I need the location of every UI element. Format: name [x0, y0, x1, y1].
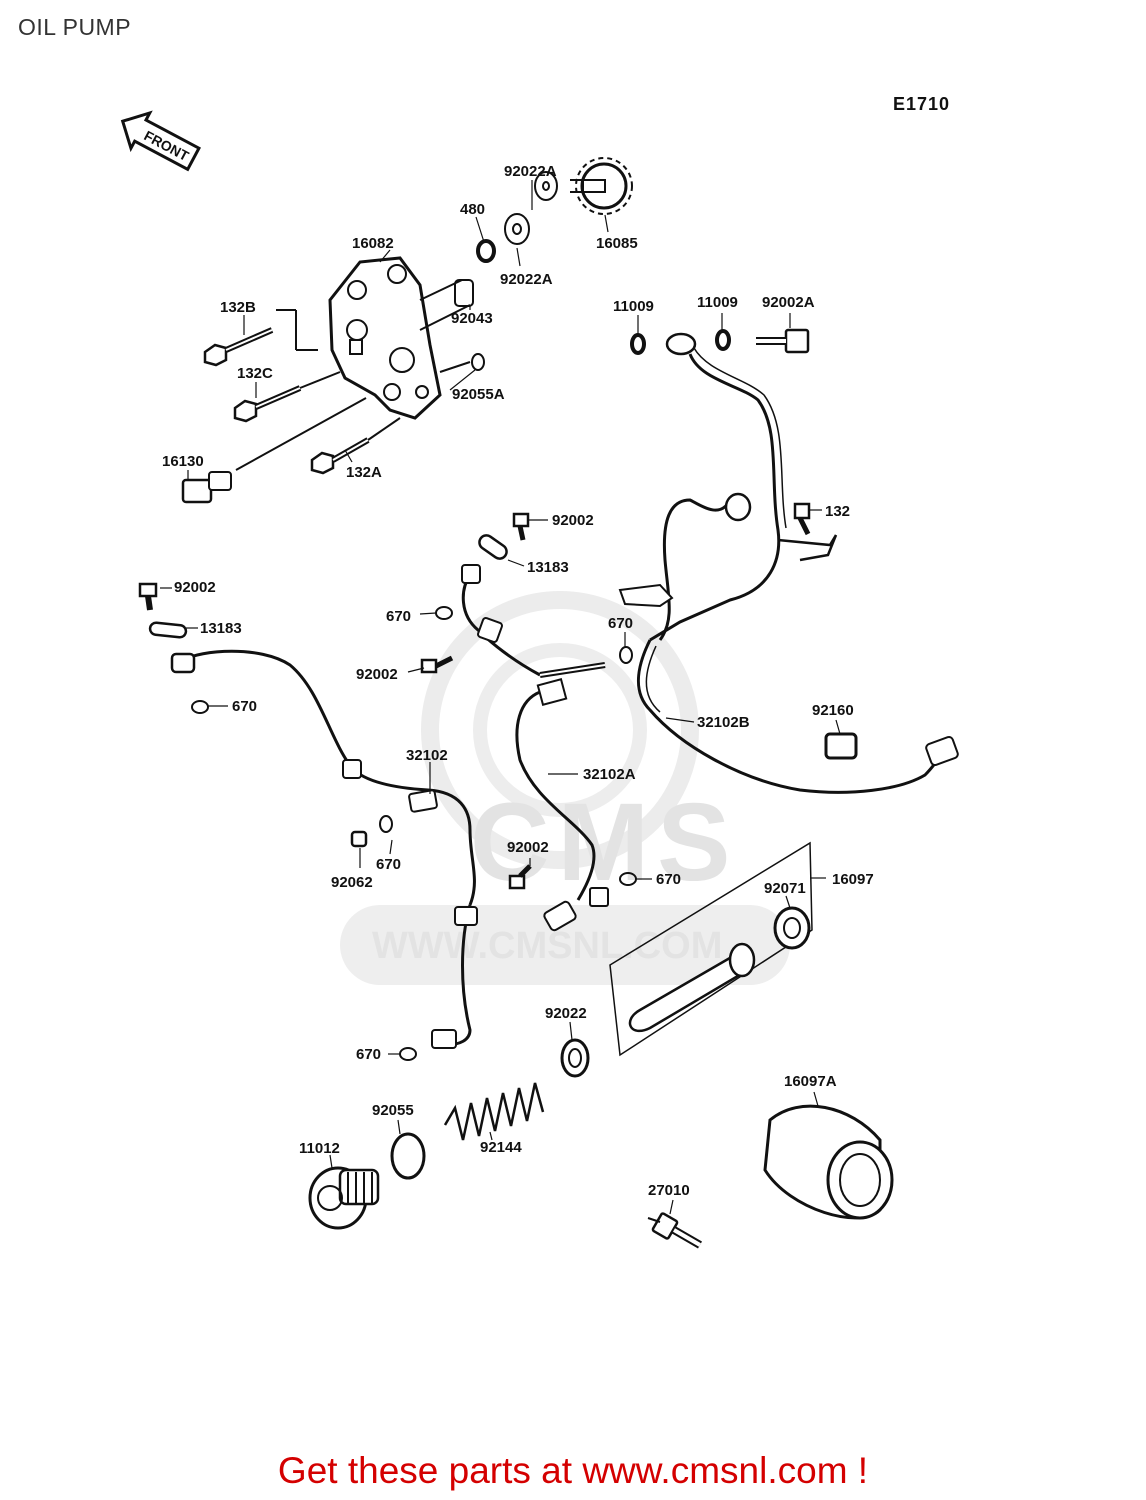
part-label: 670: [356, 1046, 381, 1063]
o-ring-670-drawing: [191, 700, 209, 714]
part-label: 92071: [764, 880, 806, 897]
filter-assembly-16097-drawing: [609, 841, 813, 1057]
part-label: 92022A: [504, 163, 557, 180]
sprocket-drawing: [570, 157, 633, 215]
o-ring-670-drawing: [379, 815, 393, 833]
o-ring-92055-drawing: [390, 1132, 426, 1180]
part-labels: 92022A 480 16082 16085 92022A 132B 92043…: [162, 163, 874, 1199]
pipe-32102a-drawing: [461, 564, 609, 932]
part-label: 92160: [812, 702, 854, 719]
bolt-132a-drawing: [310, 437, 370, 475]
part-label: 32102B: [697, 714, 750, 731]
part-label: 11009: [613, 298, 654, 315]
page-title: OIL PUMP: [18, 14, 132, 40]
part-label: 13183: [200, 620, 242, 637]
part-label: 670: [386, 608, 411, 625]
part-label: 16085: [596, 235, 638, 252]
part-label: 32102A: [583, 766, 636, 783]
part-label: 92002: [552, 512, 594, 529]
diagram-code: E1710: [893, 94, 951, 114]
part-label: 670: [232, 698, 257, 715]
bolt-92002a-drawing: [756, 328, 810, 354]
promo-prefix: Get these parts at: [277, 1450, 583, 1491]
part-label: 92022A: [500, 271, 553, 288]
plug-11012-drawing: [308, 1166, 380, 1230]
part-label: 92022: [545, 1005, 587, 1022]
switch-27010-drawing: [647, 1212, 702, 1249]
part-label: 16082: [352, 235, 394, 252]
oil-pump-diagram: CMS WWW.CMSNL.COM FRONT: [120, 110, 959, 1249]
bolt-92002-drawing: [508, 864, 532, 890]
bracket-drawing: [777, 534, 838, 562]
promo-banner: Get these parts at www.cmsnl.com !: [0, 1450, 1146, 1492]
o-ring-670-drawing: [435, 606, 453, 620]
part-label: 32102: [406, 747, 448, 764]
plug-92062-drawing: [350, 830, 368, 848]
washer-11009-drawing: [715, 329, 731, 351]
part-label: 132C: [237, 365, 273, 382]
oil-filter-16097a-drawing: [763, 1104, 894, 1220]
part-label: 27010: [648, 1182, 690, 1199]
part-label: 670: [608, 615, 633, 632]
part-label: 92055A: [452, 386, 505, 403]
part-label: 92002: [507, 839, 549, 856]
pipe-32102-drawing: [170, 649, 478, 1049]
part-label: 16097: [832, 871, 874, 888]
washer-drawing: [476, 239, 496, 263]
part-label: 11009: [697, 294, 738, 311]
plate-13183-drawing: [478, 534, 508, 560]
part-label: 670: [376, 856, 401, 873]
watermark-url: WWW.CMSNL.COM: [372, 925, 722, 967]
fitting-16130-drawing: [181, 471, 232, 504]
part-label: 13183: [527, 559, 569, 576]
part-label: 92043: [451, 310, 493, 327]
part-label: 92002: [174, 579, 216, 596]
part-label: 132A: [346, 464, 382, 481]
bolt-92002-drawing: [420, 655, 454, 674]
promo-suffix: !: [847, 1450, 869, 1491]
washer-drawing: [534, 171, 558, 201]
front-arrow: FRONT: [120, 110, 201, 172]
part-label: 670: [656, 871, 681, 888]
part-label: 92002A: [762, 294, 815, 311]
spring-92144-drawing: [443, 1082, 545, 1141]
bolt-132c-drawing: [233, 385, 302, 423]
pipe-32102b-drawing: [636, 332, 959, 794]
part-label: 92062: [331, 874, 373, 891]
part-label: 16097A: [784, 1073, 837, 1090]
cap-92160-drawing: [824, 732, 858, 760]
part-label: 16130: [162, 453, 204, 470]
promo-link[interactable]: www.cmsnl.com: [582, 1450, 848, 1491]
part-label: 480: [460, 201, 485, 218]
part-label: 132B: [220, 299, 256, 316]
bolt-92002-drawing: [138, 582, 158, 611]
o-ring-670-drawing: [619, 646, 633, 664]
bolt-92002-drawing: [512, 512, 530, 541]
part-label: 92144: [480, 1139, 522, 1156]
leader-lines: [160, 180, 841, 1215]
washer-drawing: [504, 213, 530, 245]
washer-92022-drawing: [560, 1038, 590, 1078]
washer-11009-drawing: [630, 333, 646, 355]
bolt-132b-drawing: [203, 327, 274, 367]
oil-pump-body-drawing: [328, 256, 442, 420]
plate-13183-drawing: [148, 621, 188, 639]
part-label: 92055: [372, 1102, 414, 1119]
part-label: 11012: [299, 1140, 340, 1157]
o-ring-670-drawing: [399, 1047, 417, 1061]
bolt-132-drawing: [793, 502, 811, 536]
part-label: 92002: [356, 666, 398, 683]
part-label: 132: [825, 503, 850, 520]
pin-drawing: [454, 279, 474, 307]
watermark: CMS WWW.CMSNL.COM: [340, 591, 790, 985]
